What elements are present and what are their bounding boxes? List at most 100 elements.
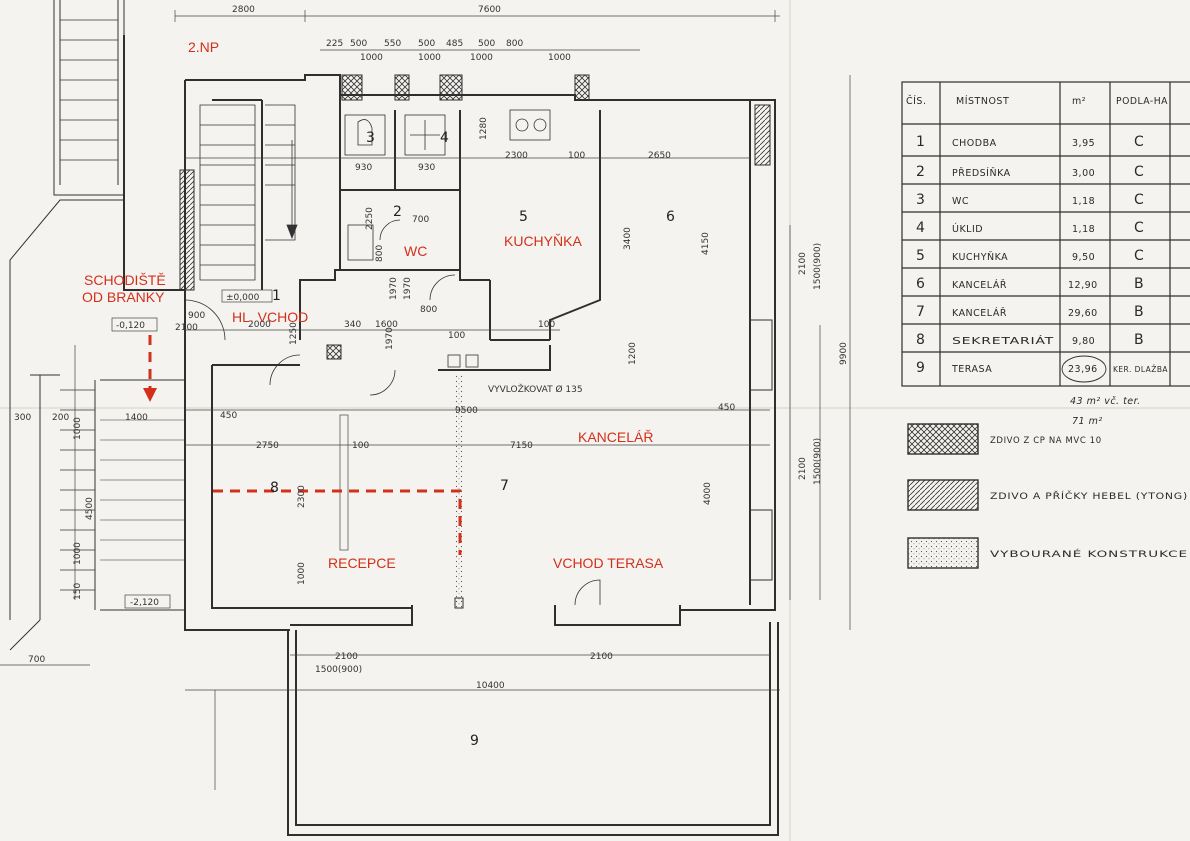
dim-wc-1: 930 — [355, 163, 372, 173]
dimension-lines — [0, 10, 851, 790]
table-cell-floor: C — [1134, 220, 1144, 236]
table-row: 3 WC 1,18 C — [916, 192, 1144, 208]
table-cell-name: CHODBA — [952, 138, 997, 149]
dim-kitchen-5: 100 — [448, 331, 465, 341]
room-number-7: 7 — [500, 478, 509, 494]
table-cell-name: KANCELÁŘ — [952, 279, 1007, 291]
dim-bottom-2: 1500(900) — [315, 665, 362, 675]
table-cell-name: KANCELÁŘ — [952, 307, 1007, 319]
dim-kitchen-4: 1970 — [403, 277, 413, 300]
table-cell-floor: B — [1134, 304, 1144, 320]
dim-kitchen-3: 800 — [375, 245, 385, 262]
table-header-area: m² — [1072, 96, 1086, 107]
dim-kitchen-2: 1970 — [389, 277, 399, 300]
table-cell-name: PŘEDSÍŇKA — [952, 167, 1011, 179]
terrace-outline — [287, 622, 779, 836]
table-cell-floor: B — [1134, 276, 1144, 292]
table-row: 8 SEKRETARIÁT 9,80 B — [916, 332, 1144, 348]
table-cell-area: 23,96 — [1068, 364, 1098, 375]
annotation-terrace-entrance: VCHOD TERASA — [553, 555, 664, 571]
room-number-6: 6 — [666, 209, 675, 225]
dim-left-10: 2100 — [175, 323, 198, 333]
dim-left-11: 2000 — [248, 320, 271, 330]
dim-top-chain-9: 1000 — [418, 53, 441, 63]
table-row: 4 ÚKLID 1,18 C — [916, 220, 1144, 236]
table-cell-name: WC — [952, 196, 969, 207]
dim-right-5: 1500(900) — [813, 438, 823, 485]
dim-top-chain-5: 485 — [446, 39, 463, 49]
room-number-9: 9 — [470, 733, 479, 749]
annotation-kitchenette: KUCHYŇKA — [504, 233, 582, 249]
dim-top-chain-7: 800 — [506, 39, 523, 49]
dim-bottom-1: 2100 — [335, 652, 358, 662]
dim-right-4: 2100 — [798, 457, 808, 480]
table-cell-no: 8 — [916, 332, 925, 348]
handwritten-note-2: 71 m² — [1072, 416, 1103, 427]
dim-office-1: 450 — [220, 411, 237, 421]
room-table-grid — [901, 81, 1190, 387]
table-cell-area: 12,90 — [1068, 280, 1098, 291]
annotation-stairs-line-2: OD BRANKY — [82, 289, 165, 305]
table-cell-floor: KER. DLAŽBA — [1113, 363, 1168, 374]
table-header-room: MÍSTNOST — [956, 95, 1009, 107]
dim-left-4: 1000 — [73, 417, 83, 440]
room-number-5: 5 — [519, 209, 528, 225]
table-row: 2 PŘEDSÍŇKA 3,00 C — [916, 164, 1144, 180]
dim-top-chain-8: 1000 — [360, 53, 383, 63]
legend-swatches — [907, 423, 979, 569]
table-cell-no: 5 — [916, 248, 925, 264]
dim-wc-4: 100 — [568, 151, 585, 161]
room-number-4: 4 — [440, 130, 449, 146]
dim-top-chain-10: 1000 — [470, 53, 493, 63]
table-cell-name: SEKRETARIÁT — [952, 335, 1054, 347]
table-row: 6 KANCELÁŘ 12,90 B — [916, 276, 1144, 292]
dim-wc-3: 2300 — [505, 151, 528, 161]
dim-vert-1: 2300 — [297, 485, 307, 508]
dim-right-1: 2100 — [798, 252, 808, 275]
table-row: 5 KUCHYŇKA 9,50 C — [916, 248, 1144, 264]
annotation-office: KANCELÁŘ — [578, 429, 653, 445]
dim-left-13: 1970 — [385, 327, 395, 350]
dim-wc-2: 930 — [418, 163, 435, 173]
annotation-wc: WC — [404, 243, 427, 259]
room-number-3: 3 — [366, 130, 375, 146]
dim-left-1: 300 — [14, 413, 31, 423]
table-cell-no: 7 — [916, 304, 925, 320]
table-cell-name: ÚKLID — [952, 223, 983, 235]
table-header-floor: PODLA-HA — [1116, 96, 1168, 107]
dim-office-3: 450 — [718, 403, 735, 413]
annotation-stairs-line-1: SCHODIŠTĚ — [84, 272, 166, 288]
dim-mid-2: 1600 — [375, 320, 398, 330]
dim-left-9: 900 — [188, 311, 205, 321]
dim-right-3: 9900 — [839, 342, 849, 365]
dim-vert-4: 3400 — [623, 227, 633, 250]
dim-kitchen-1: 1280 — [479, 117, 489, 140]
table-cell-floor: C — [1134, 134, 1144, 150]
external-stairs — [9, 0, 186, 651]
legend-label-dots: VYBOURANÉ KONSTRUKCE — [990, 548, 1188, 560]
dim-terrace-width: 10400 — [476, 681, 505, 691]
dim-kitchen-6: 2250 — [365, 207, 375, 230]
dim-vert-5: 4150 — [701, 232, 711, 255]
table-cell-floor: B — [1134, 332, 1144, 348]
internal-stairs — [199, 104, 298, 281]
thin-rectangles — [111, 289, 349, 609]
annotation-reception: RECEPCE — [328, 555, 396, 571]
legend-label-hatch: ZDIVO A PŘÍČKY HEBEL (YTONG) — [990, 490, 1188, 502]
doors — [184, 219, 601, 606]
dim-office2-3: 7150 — [510, 441, 533, 451]
table-row: 1 CHODBA 3,95 C — [916, 134, 1144, 150]
red-arrow-head-icon — [143, 388, 157, 402]
table-cell-area: 1,18 — [1072, 196, 1095, 207]
circled-area — [1061, 355, 1107, 383]
room-number-2: 2 — [393, 204, 402, 220]
dim-vert-6: 1200 — [628, 342, 638, 365]
table-row: 9 TERASA 23,96 KER. DLAŽBA — [916, 360, 1168, 376]
dim-top-chain-2: 500 — [350, 39, 367, 49]
table-cell-name: KUCHYŇKA — [952, 252, 1008, 263]
dim-top-chain-1: 225 — [326, 39, 343, 49]
dim-top-chain-3: 550 — [384, 39, 401, 49]
dim-mid-4: 100 — [538, 320, 555, 330]
dim-left-7: 150 — [73, 583, 83, 600]
dim-kitchen-7: 700 — [412, 215, 429, 225]
